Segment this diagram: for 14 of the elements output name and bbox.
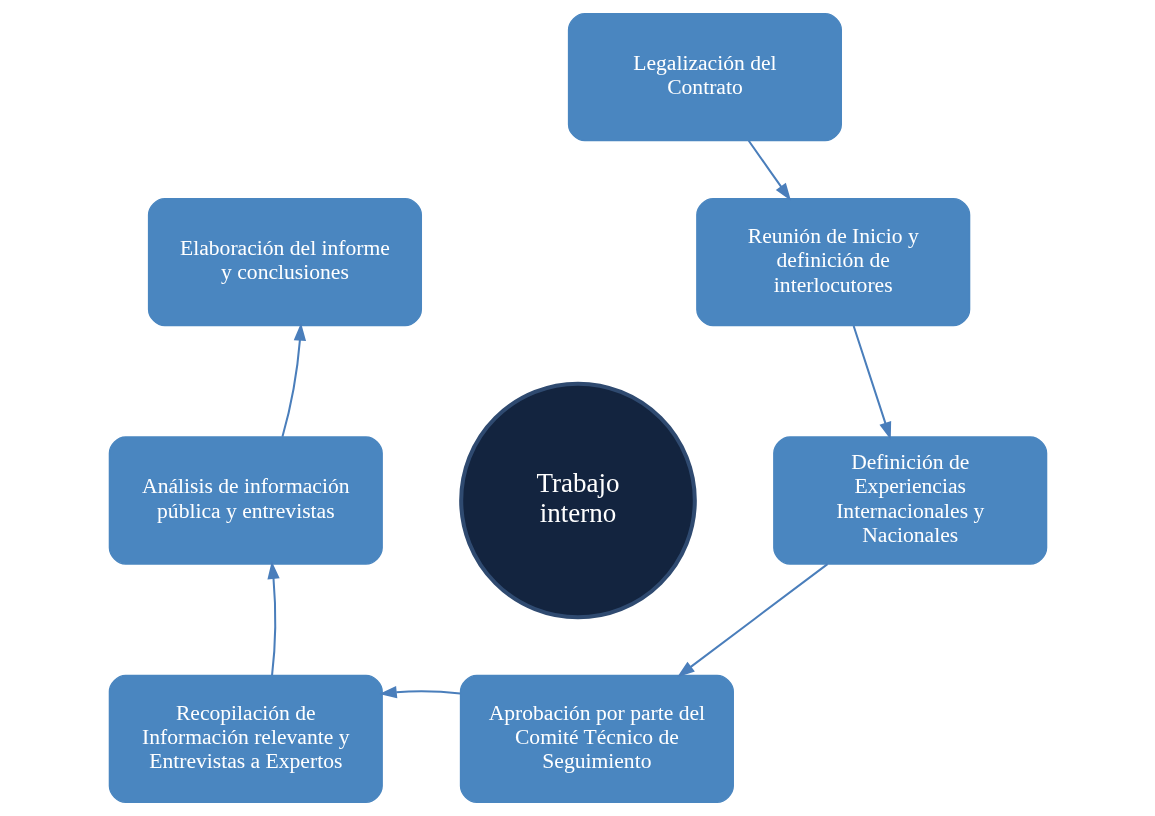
arrow bbox=[676, 563, 828, 678]
node-box: Aprobación por parte del Comité Técnico de Seguimiento bbox=[459, 674, 734, 803]
arrow bbox=[747, 140, 791, 201]
node-box: Definición de Experiencias Internacionales y Nacionales bbox=[772, 436, 1047, 565]
node-circle: Trabajo interno bbox=[458, 381, 697, 620]
node-box: Reunión de Inicio y definición de interlocutores bbox=[695, 198, 970, 327]
arrow bbox=[378, 686, 460, 699]
arrow bbox=[280, 322, 306, 437]
arrow bbox=[266, 561, 280, 676]
node-box: Recopilación de Información relevante y Entrevistas a Expertos bbox=[108, 674, 383, 803]
node-box: Legalización del Contrato bbox=[567, 13, 842, 142]
node-box: Elaboración del informe y conclusiones bbox=[147, 198, 422, 327]
node-box: Análisis de información pública y entrevistas bbox=[108, 436, 383, 565]
arrow bbox=[852, 325, 891, 440]
